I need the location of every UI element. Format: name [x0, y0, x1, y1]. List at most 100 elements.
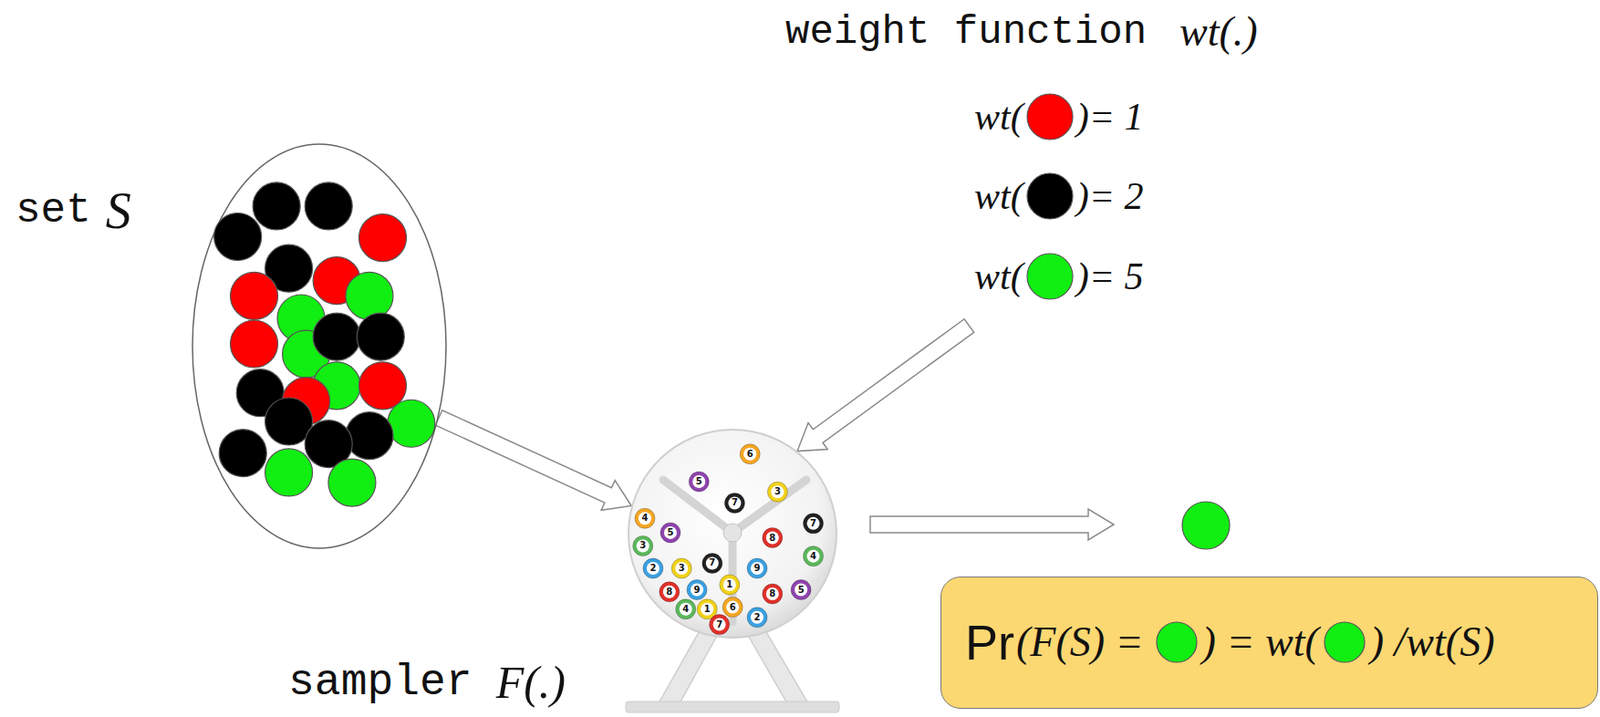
text-row: wt( )= 5 — [974, 251, 1144, 302]
color-ball-icon — [1025, 171, 1075, 221]
lottery-ball — [747, 558, 768, 579]
color-ball-icon — [1322, 620, 1367, 665]
weight-equation: wt( — [974, 254, 1024, 299]
output-arrow — [870, 509, 1114, 541]
probability-formula: ) = wt( — [1202, 618, 1320, 667]
lottery-ball-body — [660, 522, 681, 543]
lottery-ball-body — [803, 546, 824, 567]
probability-formula: Pr — [965, 613, 1015, 671]
ball-number: 5 — [691, 475, 707, 489]
lottery-ball — [702, 552, 723, 573]
set-ball — [358, 362, 406, 410]
set-ball — [358, 214, 406, 262]
globe-shell — [628, 429, 837, 638]
ball-number: 7 — [727, 496, 742, 510]
set-ball — [345, 271, 394, 320]
block-arrow — [435, 410, 632, 511]
probability-formula: ) /wt(S) — [1370, 618, 1496, 667]
lottery-ball — [762, 583, 783, 604]
ball-number: 9 — [689, 583, 705, 597]
lottery-ball-body — [722, 597, 743, 618]
lottery-ball — [762, 528, 783, 549]
ball-number: 4 — [806, 550, 821, 563]
weight-function-title: weight function — [785, 9, 1147, 56]
lottery-ball — [671, 558, 692, 579]
text-row: wt( )= 2 — [974, 171, 1144, 221]
color-ball-icon — [1025, 251, 1075, 302]
set-ball — [218, 429, 267, 478]
lottery-ball-body — [803, 513, 824, 534]
lottery-ball-body — [643, 558, 664, 579]
set-ball — [230, 271, 279, 320]
lottery-ball — [719, 574, 740, 595]
lottery-ball-body — [724, 492, 745, 513]
set-label: set — [15, 187, 92, 236]
lottery-ball — [747, 607, 768, 628]
lottery-ball — [643, 558, 664, 579]
set-ellipse: setS — [191, 143, 447, 550]
color-ball-icon — [1154, 620, 1199, 665]
set-shape — [191, 143, 447, 550]
color-ball — [1027, 93, 1073, 140]
lottery-ball-body — [790, 580, 811, 601]
text-row: samplerF(.) — [288, 656, 566, 710]
set-ball — [214, 213, 262, 261]
lottery-ball — [739, 444, 760, 465]
set-ball — [304, 182, 353, 230]
ball-number: 4 — [637, 511, 653, 525]
lottery-ball — [722, 597, 743, 618]
ball-number: 7 — [705, 556, 720, 570]
color-ball — [1027, 173, 1073, 219]
lottery-ball-body — [671, 558, 692, 579]
ball-number: 3 — [674, 561, 689, 575]
text-row: wt( )= 1 — [974, 92, 1144, 142]
lottery-ball-body — [719, 574, 740, 595]
lottery-ball-body — [747, 607, 768, 628]
ball-number: 8 — [662, 585, 677, 599]
weight-equation: wt( — [974, 174, 1024, 219]
lottery-ball — [767, 481, 788, 502]
ball-number: 7 — [806, 517, 821, 530]
text-row: Pr(F(S) =) = wt() /wt(S) — [965, 613, 1495, 671]
lottery-ball-spot — [743, 447, 757, 461]
lottery-ball-body — [686, 580, 707, 601]
color-ball — [1324, 622, 1365, 663]
lottery-ball — [803, 513, 824, 534]
weight-equation: )= 1 — [1076, 94, 1144, 139]
weight-equation: )= 5 — [1076, 254, 1144, 299]
sampler-symbol: F(.) — [496, 656, 566, 710]
ball-number: 4 — [678, 602, 694, 616]
lottery-ball-body — [688, 471, 709, 492]
weight-equation: wt( — [974, 94, 1024, 139]
ball-number: 3 — [769, 485, 785, 499]
set-ball — [312, 312, 361, 361]
stand-leg — [742, 625, 809, 704]
lottery-ball — [709, 614, 730, 635]
weight-equation: )= 2 — [1076, 174, 1144, 219]
ball-number: 1 — [722, 578, 738, 592]
color-ball-icon — [1025, 92, 1075, 142]
lottery-ball-body — [702, 552, 723, 573]
lottery-ball-body — [762, 583, 783, 604]
lottery-ball-body — [739, 444, 760, 465]
lottery-ball-body — [634, 508, 655, 529]
lottery-ball — [660, 522, 681, 543]
lottery-ball-body — [709, 614, 730, 635]
color-ball — [1156, 622, 1197, 663]
set-ball — [328, 458, 376, 507]
lottery-ball-body — [633, 535, 654, 556]
ball-number: 3 — [635, 539, 651, 552]
output-ball — [1182, 501, 1230, 550]
set-ball — [356, 312, 405, 361]
set-symbol: S — [105, 181, 132, 240]
ball-number: 6 — [725, 601, 740, 614]
lottery-ball — [724, 492, 745, 513]
weight-function-block: weight functionwt(.)wt()= 1wt()= 2wt()= … — [779, 4, 1337, 326]
set-ball — [230, 320, 279, 368]
set-ball — [345, 412, 394, 460]
stand-base — [625, 701, 840, 713]
stand-leg — [658, 625, 723, 704]
probability-formula-box: Pr(F(S) =) = wt() /wt(S) — [940, 576, 1599, 709]
ball-number: 8 — [765, 587, 780, 601]
